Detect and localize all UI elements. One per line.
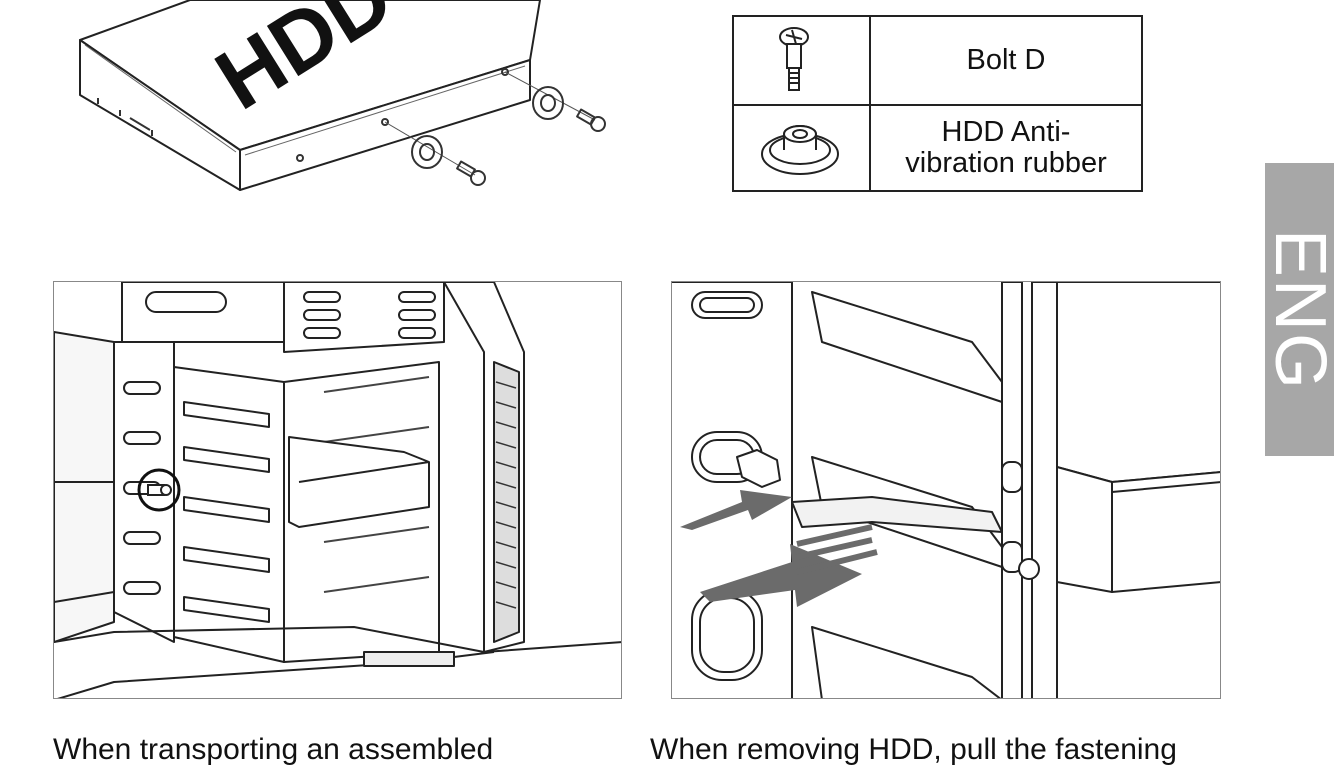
caption-left: When transporting an assembled [53, 732, 493, 768]
parts-label-bolt-d: Bolt D [871, 17, 1141, 104]
parts-label-anti-vibration-rubber: HDD Anti- vibration rubber [871, 106, 1141, 190]
parts-icon-cell [734, 106, 871, 190]
language-tab: ENG [1265, 163, 1334, 456]
parts-label-line: vibration rubber [905, 148, 1107, 179]
language-label: ENG [1259, 228, 1334, 390]
rubber-grommet-icon [734, 106, 869, 190]
hdd-removal-drawing [672, 282, 1221, 699]
parts-table: Bolt D HDD Anti- vibration rubber [732, 15, 1143, 192]
hdd-cage-illustration [53, 281, 622, 699]
bolt-icon [734, 17, 869, 104]
hdd-mounting-illustration: HDD [60, 0, 620, 200]
hdd-removal-illustration [671, 281, 1221, 699]
parts-icon-cell [734, 17, 871, 104]
hdd-cage-drawing [54, 282, 622, 699]
parts-row-anti-vibration-rubber: HDD Anti- vibration rubber [734, 106, 1141, 190]
caption-right: When removing HDD, pull the fastening [650, 732, 1177, 768]
parts-row-bolt-d: Bolt D [734, 17, 1141, 106]
parts-label-line: HDD Anti- [905, 117, 1107, 148]
